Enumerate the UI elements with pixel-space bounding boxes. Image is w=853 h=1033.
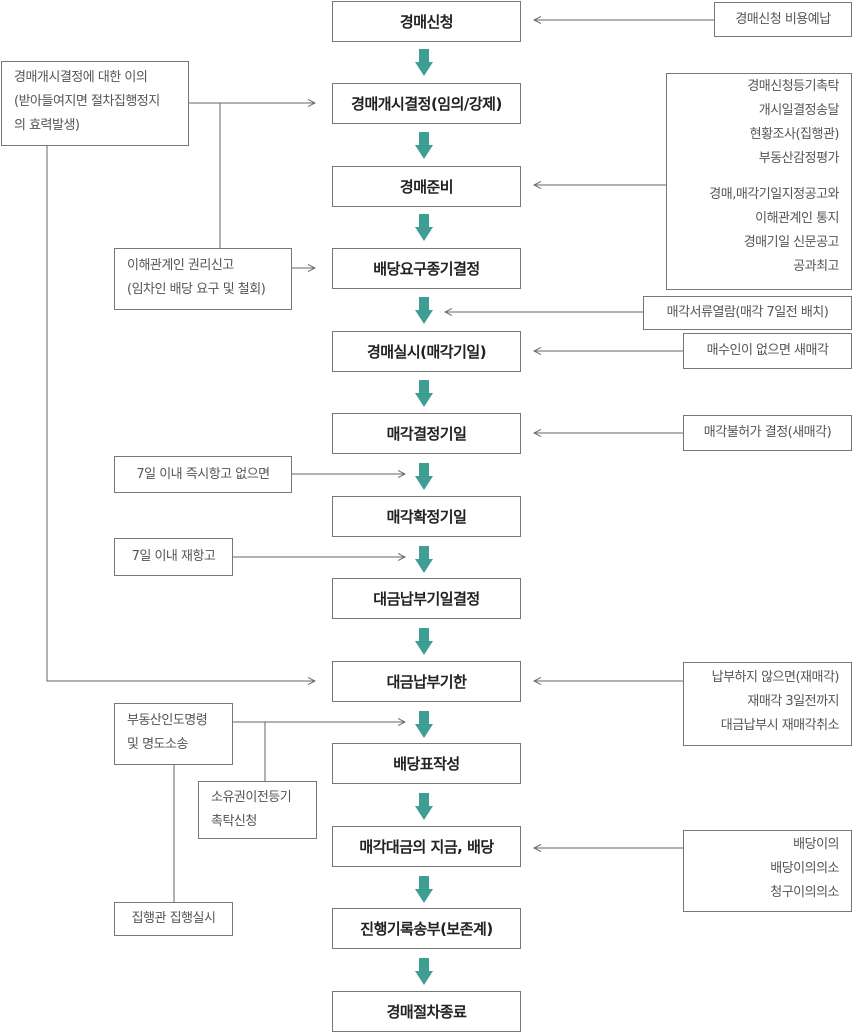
note-line: 경매개시결정에 대한 이의 xyxy=(14,70,148,85)
note-cost-prepay: 경매신청 비용예납 xyxy=(714,2,852,37)
note-line: 및 명도소송 xyxy=(127,737,188,752)
step-payment-deadline: 대금납부기한 xyxy=(332,661,521,702)
step-dividend-table: 배당표작성 xyxy=(332,743,521,784)
note-rights-report: 이해관계인 권리신고 (임차인 배당 요구 및 철회) xyxy=(114,248,292,310)
note-line: 부동산감정평가 xyxy=(758,151,840,166)
note-line: 7일 이내 즉시항고 없으면 xyxy=(136,466,270,482)
note-enforcement: 집행관 집행실시 xyxy=(114,902,233,936)
flow-arrows xyxy=(415,49,433,985)
step-payment-dividend: 매각대금의 지금, 배당 xyxy=(332,826,521,867)
note-line: 재매각 3일전까지 xyxy=(747,694,839,709)
note-line: 매수인이 없으면 새매각 xyxy=(706,343,829,358)
note-line: 경매기일 신문공고 xyxy=(743,235,840,250)
flow-arrow-7 xyxy=(415,546,433,573)
note-line: 7일 이내 재항고 xyxy=(131,549,216,564)
note-line: 배당이의의소 xyxy=(770,861,839,876)
flow-arrow-2 xyxy=(415,132,433,159)
note-line: 청구이의의소 xyxy=(770,885,839,900)
note-line: 매각서류열람(매각 7일전 배치) xyxy=(666,305,829,320)
note-line: 대금납부시 재매각취소 xyxy=(720,718,840,733)
note-line: (임차인 배당 요구 및 철회) xyxy=(127,282,266,297)
flow-arrow-9 xyxy=(415,711,433,738)
note-sale-disallowed: 매각불허가 결정(새매각) xyxy=(683,415,852,451)
note-line: 소유권이전등기 xyxy=(211,790,292,805)
step-sale-confirmation: 매각확정기일 xyxy=(332,496,521,537)
note-line: 촉탁신청 xyxy=(211,814,257,829)
note-line: 개시일결정송달 xyxy=(758,103,840,118)
flow-arrow-1 xyxy=(415,49,433,76)
flow-arrow-10 xyxy=(415,793,433,820)
note-reappeal: 7일 이내 재항고 xyxy=(114,538,233,576)
step-auction-execution: 경매실시(매각기일) xyxy=(332,331,521,372)
note-line: 매각불허가 결정(새매각) xyxy=(703,425,832,440)
step-payment-date-decision: 대금납부기일결정 xyxy=(332,578,521,619)
note-line: 의 효력발생) xyxy=(14,118,80,133)
note-delivery-order: 부동산인도명령 및 명도소송 xyxy=(114,703,233,765)
step-auction-commencement: 경매개시결정(임의/강제) xyxy=(332,83,521,124)
note-nonpayment: 납부하지 않으면(재매각) 재매각 3일전까지 대금납부시 재매각취소 xyxy=(683,662,852,746)
flow-arrow-8 xyxy=(415,628,433,655)
note-objection: 경매개시결정에 대한 이의 (받아들여지면 절차집행정지 의 효력발생) xyxy=(1,61,189,146)
step-auction-application: 경매신청 xyxy=(332,1,521,42)
note-line: 납부하지 않으면(재매각) xyxy=(711,670,840,685)
note-transfer-registration: 소유권이전등기 촉탁신청 xyxy=(198,781,317,839)
step-record-transfer: 진행기록송부(보존계) xyxy=(332,908,521,949)
step-dividend-deadline: 배당요구종기결정 xyxy=(332,248,521,289)
note-doc-viewing: 매각서류열람(매각 7일전 배치) xyxy=(643,296,852,330)
note-no-buyer: 매수인이 없으면 새매각 xyxy=(683,333,852,369)
note-line: 경매신청 비용예납 xyxy=(735,11,831,27)
connector-lines xyxy=(46,20,714,902)
flow-arrow-11 xyxy=(415,876,433,903)
flow-arrow-12 xyxy=(415,958,433,985)
note-line: 부동산인도명령 xyxy=(127,713,208,728)
note-line: 이해관계인 통지 xyxy=(755,211,839,226)
note-line: 경매신청등기촉탁 xyxy=(747,79,839,94)
note-line: 배당이의 xyxy=(793,837,839,852)
note-appeal-7days: 7일 이내 즉시항고 없으면 xyxy=(114,456,292,493)
note-prep-tasks: 경매신청등기촉탁 개시일결정송달 현황조사(집행관) 부동산감정평가 경매,매각… xyxy=(666,73,852,290)
note-line: 이해관계인 권리신고 xyxy=(127,258,234,273)
flow-arrow-4 xyxy=(415,297,433,324)
note-dividend-objection: 배당이의 배당이의의소 청구이의의소 xyxy=(683,830,852,912)
note-line: 공과최고 xyxy=(793,259,839,274)
note-line: 집행관 집행실시 xyxy=(131,911,216,926)
step-auction-preparation: 경매준비 xyxy=(332,166,521,207)
note-line: 경매,매각기일지정공고와 xyxy=(709,187,839,202)
flow-arrow-5 xyxy=(415,380,433,407)
step-auction-end: 경매절차종료 xyxy=(332,991,521,1032)
step-sale-decision: 매각결정기일 xyxy=(332,413,521,454)
flow-arrow-6 xyxy=(415,463,433,490)
note-line: 현황조사(집행관) xyxy=(749,127,840,142)
flow-arrow-3 xyxy=(415,214,433,241)
note-line: (받아들여지면 절차집행정지 xyxy=(14,94,160,109)
